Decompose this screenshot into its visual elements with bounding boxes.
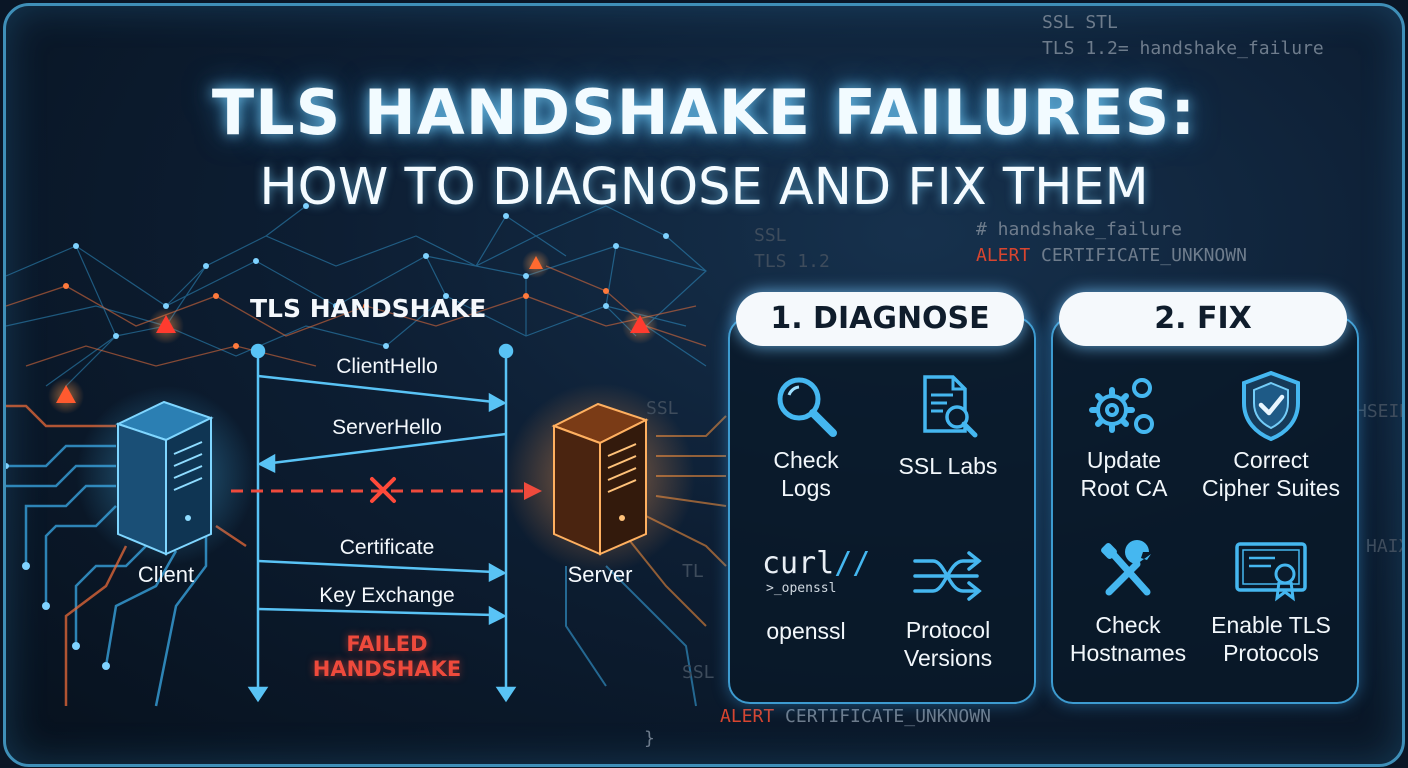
failed-handshake-label: FAILED HANDSHAKE xyxy=(312,632,462,681)
failed-connection-arrow xyxy=(231,477,542,503)
server-label: Server xyxy=(567,562,633,587)
code-snippet: HAIX xyxy=(1366,536,1402,557)
infographic-frame: SSL STL TLS 1.2= handshake_failure # han… xyxy=(3,3,1405,767)
client-server-icon xyxy=(76,386,256,566)
wrench-screwdriver-icon xyxy=(1101,540,1151,596)
shield-check-icon xyxy=(1242,370,1300,442)
message-serverhello: ServerHello xyxy=(332,416,442,439)
fix-item-correct-cipher-suites: Correct Cipher Suites xyxy=(1196,366,1346,502)
client-label: Client xyxy=(137,562,195,587)
code-snippet: HSEIN xyxy=(1356,401,1405,422)
gears-icon xyxy=(1089,378,1154,434)
code-snippet: SSL STL xyxy=(1042,12,1118,33)
code-snippet: TLS 1.2 xyxy=(754,251,830,272)
fix-item-check-hostnames: Check Hostnames xyxy=(1058,531,1198,667)
code-snippet: SSL xyxy=(646,398,679,419)
diagnose-panel xyxy=(728,316,1036,704)
shuffle-arrows-icon xyxy=(913,551,982,601)
code-snippet: TLS 1.2= handshake_failure xyxy=(1042,38,1324,59)
diagnose-item-protocol-versions: Protocol Versions xyxy=(878,536,1018,672)
page-subtitle: HOW TO DIAGNOSE AND FIX THEM xyxy=(259,158,1149,217)
fix-item-update-root-ca: Update Root CA xyxy=(1054,366,1194,502)
code-alert-line: ALERT CERTIFICATE_UNKNOWN xyxy=(976,245,1247,266)
diagnose-item-ssl-labs: SSL Labs xyxy=(878,366,1018,480)
x-mark-icon xyxy=(370,477,396,503)
message-key-exchange: Key Exchange xyxy=(319,584,455,607)
diagnose-heading: 1. DIAGNOSE xyxy=(736,292,1024,346)
fix-heading: 2. FIX xyxy=(1059,292,1347,346)
page-title: TLS HANDSHAKE FAILURES: xyxy=(211,76,1197,149)
warning-triangle-icon xyxy=(48,250,658,414)
fix-item-enable-tls-protocols: Enable TLS Protocols xyxy=(1196,531,1346,667)
handshake-title: TLS HANDSHAKE xyxy=(250,294,487,323)
code-snippet: TL xyxy=(682,561,704,582)
code-snippet: SSL xyxy=(682,662,715,683)
code-snippet: SSL xyxy=(754,225,787,246)
message-clienthello: ClientHello xyxy=(336,355,438,378)
fix-panel xyxy=(1051,316,1359,704)
document-search-icon xyxy=(923,375,978,438)
remote-server-icon xyxy=(505,383,695,573)
message-certificate: Certificate xyxy=(339,536,435,559)
diagnose-item-openssl: curl// >_openssl openssl xyxy=(736,541,876,645)
diagnose-item-check-logs: Check Logs xyxy=(736,366,876,502)
curl-logo: curl// >_openssl xyxy=(762,546,871,597)
network-background xyxy=(6,203,727,707)
magnifier-icon xyxy=(777,377,837,437)
code-snippet: } xyxy=(644,728,655,749)
code-alert-line: ALERT CERTIFICATE_UNKNOWN xyxy=(720,706,991,727)
code-snippet: # handshake_failure xyxy=(976,219,1182,240)
certificate-icon xyxy=(1235,542,1307,602)
